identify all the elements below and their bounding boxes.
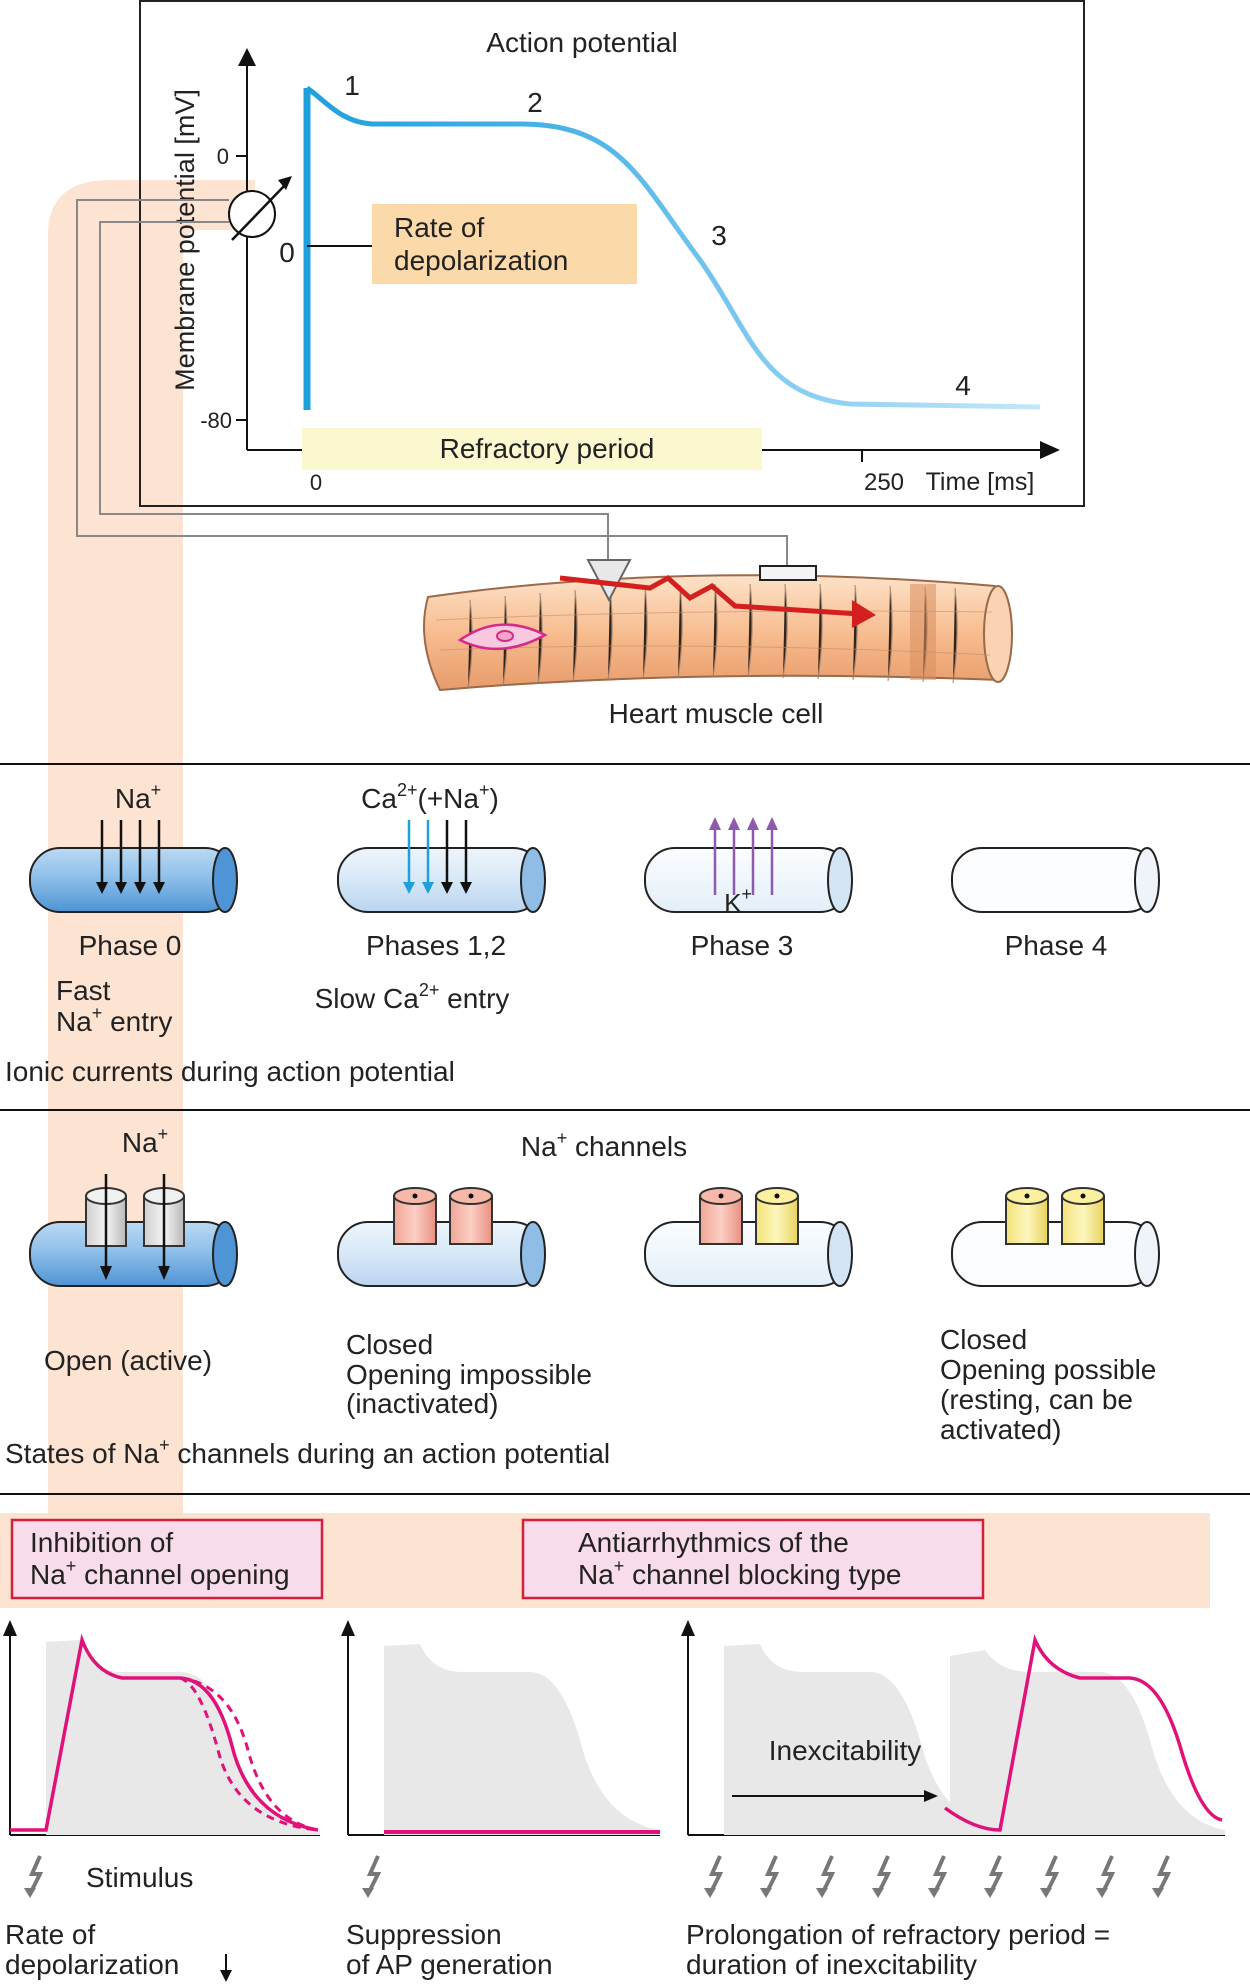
y-tick-0: 0	[217, 144, 229, 169]
stimulating-electrode-icon	[759, 565, 817, 581]
state-open-label: Open (active)	[44, 1345, 212, 1376]
heart-muscle-cell: Heart muscle cell	[423, 559, 1013, 729]
phase-12-label: Phases 1,2	[366, 930, 506, 961]
antiarrhythmics-box-line1: Antiarrhythmics of the	[578, 1527, 849, 1558]
channel-state-open	[29, 1174, 238, 1287]
stimulus-label: Stimulus	[86, 1862, 193, 1893]
channel-state-recovering	[644, 1187, 853, 1287]
ionic-currents-caption: Ionic currents during action potential	[5, 1056, 455, 1087]
rate-of-depolarization-box	[372, 204, 637, 284]
normal-ap-trace	[10, 1633, 319, 1832]
phase-12-ion-label: Ca2+(+Na+)	[361, 780, 499, 814]
x-tick-250: 250	[864, 469, 904, 496]
state-resting-line2: Opening possible	[940, 1354, 1156, 1385]
channel-state-inactivated	[337, 1187, 546, 1287]
na-channels-title: Na+ channels	[521, 1128, 687, 1162]
inhibition-box-line2: Na+ channel opening	[30, 1556, 290, 1590]
state-resting-line4: activated)	[940, 1414, 1061, 1445]
na-channels-section: Na+ channels Na+ Open (active)	[5, 1124, 1160, 1469]
phase-3-cylinder	[644, 817, 853, 913]
caption1-line2: depolarization	[5, 1949, 179, 1980]
ap-frame	[139, 0, 1085, 507]
cell-label: Heart muscle cell	[609, 698, 824, 729]
antiarrhythmics-box-line2: Na+ channel blocking type	[578, 1556, 901, 1590]
na-top-ion-label: Na+	[122, 1124, 168, 1158]
rate-label-line2: depolarization	[394, 245, 568, 276]
ap-title: Action potential	[486, 27, 677, 58]
electrode-wires	[76, 199, 788, 570]
antiarrhythmics-section: Inhibition of Na+ channel opening Antiar…	[10, 1518, 985, 1600]
y-axis-label: Membrane potential [mV]	[170, 89, 200, 391]
antiarrhythmics-box	[521, 1518, 985, 1600]
phase-12-note: Slow Ca2+ entry	[315, 980, 510, 1014]
phase-0-cylinder	[29, 820, 238, 913]
phase-0-note-line1: Fast	[56, 975, 111, 1006]
na-channels-caption: States of Na+ channels during an action …	[5, 1435, 610, 1469]
caption2-line2: of AP generation	[346, 1949, 553, 1980]
phase-label-2: 2	[527, 87, 543, 118]
caption1-line1: Rate of	[5, 1919, 95, 1950]
inexcitability-label: Inexcitability	[769, 1735, 922, 1766]
phase-4-cylinder	[951, 847, 1160, 913]
y-axis-arrow	[238, 48, 256, 66]
phase-label-4: 4	[955, 370, 971, 401]
rate-label-line1: Rate of	[394, 212, 484, 243]
state-inactivated-line2: Opening impossible	[346, 1359, 592, 1390]
state-inactivated-line3: (inactivated)	[346, 1388, 499, 1419]
inhibition-box	[10, 1518, 324, 1600]
panel-reduced-depolarization: Stimulus Rate of depolarization	[3, 1620, 320, 1982]
x-tick-0: 0	[310, 470, 322, 495]
stimulus-icon	[28, 1855, 44, 1895]
y-tick-minus80: -80	[200, 408, 232, 433]
phase-label-3: 3	[711, 220, 727, 251]
delayed-ap-trace	[943, 1634, 1223, 1832]
action-potential-panel: Action potential Membrane potential [mV]…	[139, 0, 1085, 507]
caption3-line2: duration of inexcitability	[686, 1949, 977, 1980]
ap-curve	[305, 85, 1041, 410]
x-axis-label: Time [ms]	[926, 468, 1035, 496]
phase-label-0: 0	[279, 237, 295, 268]
state-resting-line1: Closed	[940, 1324, 1027, 1355]
excitation-arrow	[559, 574, 861, 617]
phase-0-label: Phase 0	[79, 930, 182, 961]
caption3-line1: Prolongation of refractory period =	[686, 1919, 1110, 1950]
phase-3-label: Phase 3	[691, 930, 794, 961]
refractory-period-bar	[302, 428, 762, 470]
refractory-period-label: Refractory period	[440, 433, 655, 464]
inhibition-box-line1: Inhibition of	[30, 1527, 173, 1558]
panel-prolonged-refractory: Inexcitability Prolongation of refractor…	[681, 1620, 1225, 1980]
channel-state-resting	[951, 1187, 1160, 1287]
x-axis-arrow	[1040, 441, 1060, 459]
voltmeter-icon	[228, 190, 276, 238]
phase-0-note-line2: Na+ entry	[56, 1003, 172, 1037]
panel-suppression: Suppression of AP generation	[341, 1620, 660, 1980]
state-inactivated-line1: Closed	[346, 1329, 433, 1360]
phase-label-1: 1	[344, 70, 360, 101]
phase-12-cylinder	[337, 820, 546, 913]
phase-3-ion-label: K+	[724, 884, 752, 918]
ionic-currents-section: Na+ Phase 0 Fast Na+ entry Ca2+(+Na+) Ph…	[5, 780, 1160, 1087]
phase-0-ion-label: Na+	[115, 780, 161, 814]
state-resting-line3: (resting, can be	[940, 1384, 1133, 1415]
phase-4-label: Phase 4	[1005, 930, 1108, 961]
caption2-line1: Suppression	[346, 1919, 502, 1950]
